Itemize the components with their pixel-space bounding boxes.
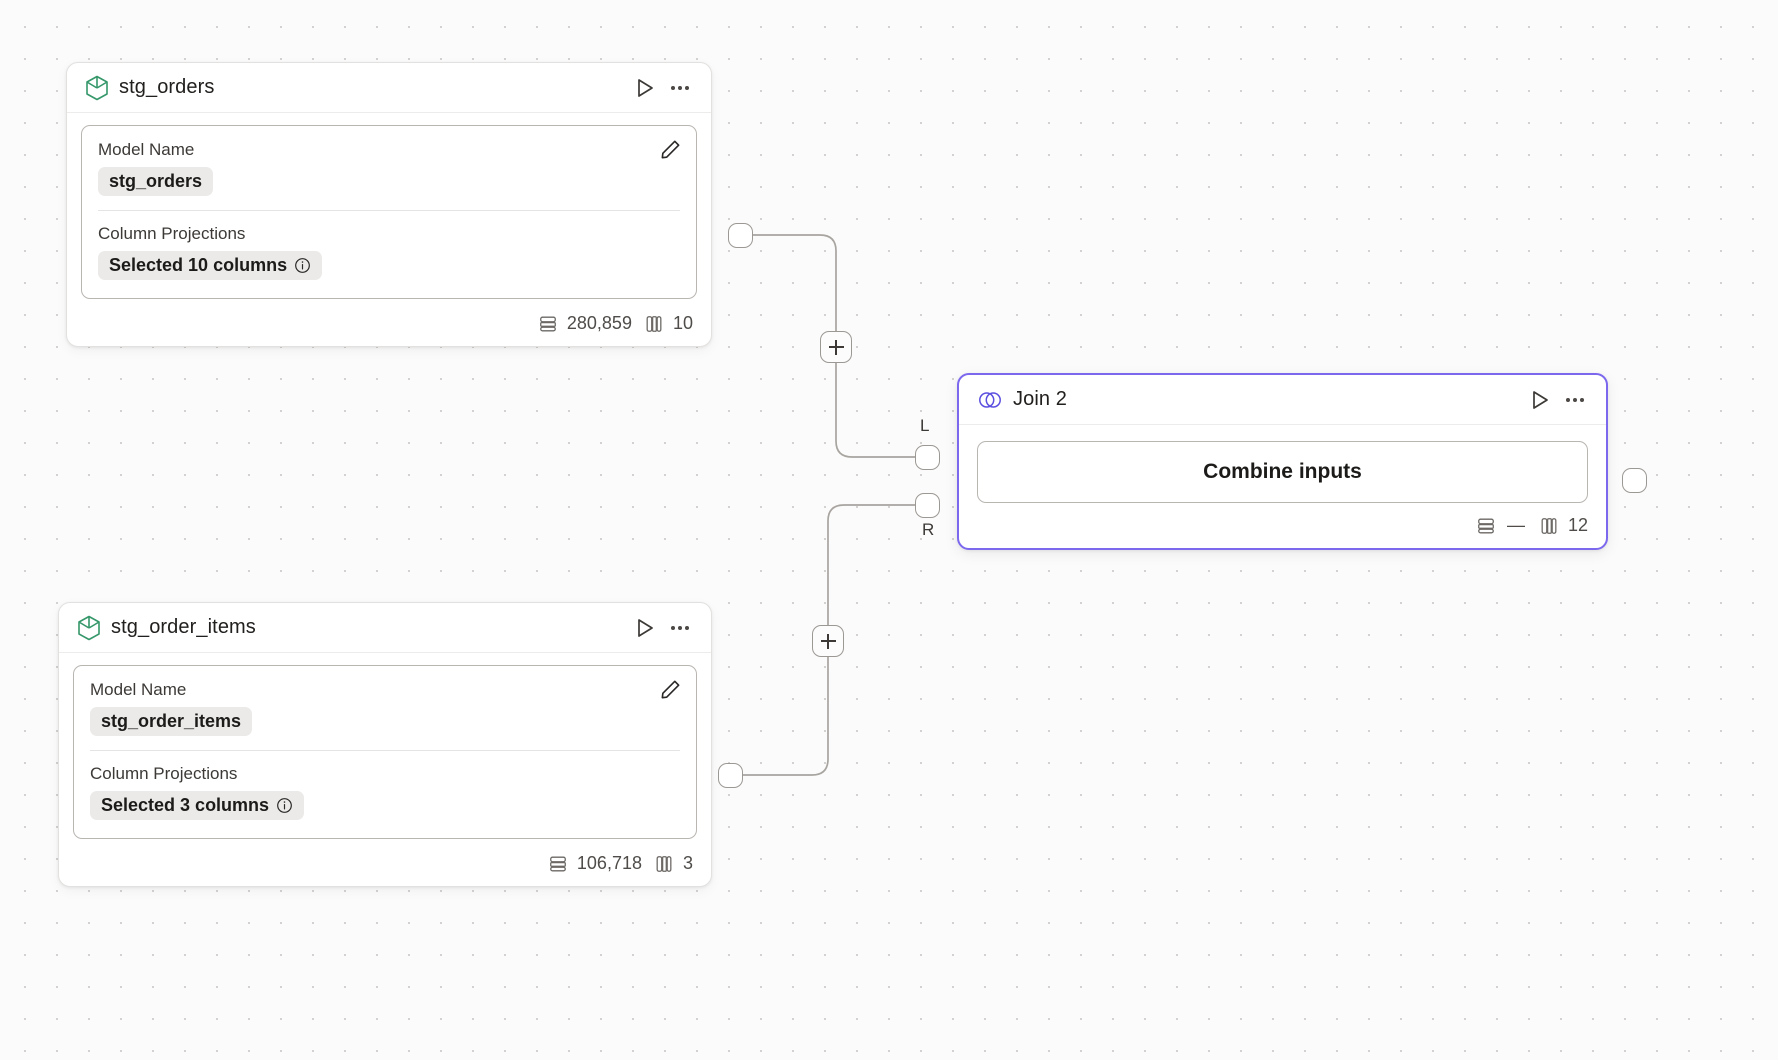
column-projections-text: Selected 3 columns xyxy=(101,795,270,815)
left-input-port-label: L xyxy=(920,416,930,435)
model-name-value[interactable]: stg_order_items xyxy=(90,707,253,736)
edit-pencil-icon[interactable] xyxy=(659,138,682,166)
columns-value: 3 xyxy=(682,853,693,873)
node-body: Combine inputs xyxy=(959,425,1606,507)
run-icon[interactable] xyxy=(633,616,657,640)
row-count-stat: 280,859 xyxy=(538,313,632,334)
edit-pencil-icon[interactable] xyxy=(659,678,682,706)
row-count-stat: 106,718 xyxy=(548,853,642,874)
node-body: Model Name stg_orders Column Projections… xyxy=(67,113,711,305)
add-step-button-upper[interactable] xyxy=(820,331,852,363)
output-port-stg-order-items[interactable] xyxy=(718,763,743,788)
run-icon[interactable] xyxy=(633,76,657,100)
column-count-stat: 12 xyxy=(1539,515,1588,536)
combine-inputs-button[interactable]: Combine inputs xyxy=(977,441,1588,503)
right-input-port-join-2[interactable] xyxy=(915,493,940,518)
info-icon[interactable] xyxy=(294,257,311,274)
node-join-2[interactable]: Join 2 Combine inputs xyxy=(957,373,1608,550)
model-name-label: Model Name xyxy=(90,680,187,699)
rows-value: 280,859 xyxy=(566,313,632,333)
run-icon[interactable] xyxy=(1528,388,1552,412)
left-input-port-join-2[interactable] xyxy=(915,445,940,470)
model-config-panel: Model Name stg_order_items Column Projec… xyxy=(73,665,697,839)
column-count-stat: 10 xyxy=(644,313,693,334)
columns-icon xyxy=(644,314,664,334)
column-projections-text: Selected 10 columns xyxy=(109,255,288,275)
columns-icon xyxy=(1539,516,1559,536)
node-footer: — 12 xyxy=(959,507,1606,548)
row-count-stat: — xyxy=(1476,515,1527,536)
more-options-icon[interactable] xyxy=(667,617,693,639)
column-count-stat: 3 xyxy=(654,853,693,874)
node-header: stg_orders xyxy=(67,63,711,113)
rows-icon xyxy=(1476,516,1496,536)
column-projections-label: Column Projections xyxy=(98,224,246,243)
more-options-icon[interactable] xyxy=(1562,389,1588,411)
node-body: Model Name stg_order_items Column Projec… xyxy=(59,653,711,845)
column-projections-label: Column Projections xyxy=(90,764,238,783)
node-title: Join 2 xyxy=(1013,388,1067,410)
rows-icon xyxy=(538,314,558,334)
node-title: stg_orders xyxy=(119,76,215,98)
rows-value: — xyxy=(1506,515,1525,535)
node-header: Join 2 xyxy=(959,375,1606,425)
model-config-panel: Model Name stg_orders Column Projections… xyxy=(81,125,697,299)
cube-icon xyxy=(85,75,109,101)
columns-value: 10 xyxy=(672,313,693,333)
output-port-join-2[interactable] xyxy=(1622,468,1647,493)
rows-value: 106,718 xyxy=(576,853,642,873)
model-name-value[interactable]: stg_orders xyxy=(98,167,214,196)
node-stg-order-items[interactable]: stg_order_items Model Name stg_order_ite… xyxy=(58,602,712,887)
right-input-port-label: R xyxy=(922,520,935,539)
node-header: stg_order_items xyxy=(59,603,711,653)
rows-icon xyxy=(548,854,568,874)
model-name-label: Model Name xyxy=(98,140,195,159)
column-projections-value[interactable]: Selected 3 columns xyxy=(90,791,305,820)
panel-divider xyxy=(98,210,680,211)
panel-divider xyxy=(90,750,680,751)
output-port-stg-orders[interactable] xyxy=(728,223,753,248)
node-stg-orders[interactable]: stg_orders Model Name stg_orders xyxy=(66,62,712,347)
node-footer: 106,718 3 xyxy=(59,845,711,886)
columns-value: 12 xyxy=(1567,515,1588,535)
cube-icon xyxy=(77,615,101,641)
info-icon[interactable] xyxy=(276,797,293,814)
more-options-icon[interactable] xyxy=(667,77,693,99)
node-title: stg_order_items xyxy=(111,616,256,638)
node-footer: 280,859 10 xyxy=(67,305,711,346)
columns-icon xyxy=(654,854,674,874)
venn-join-icon xyxy=(977,390,1003,410)
add-step-button-lower[interactable] xyxy=(812,625,844,657)
column-projections-value[interactable]: Selected 10 columns xyxy=(98,251,323,280)
